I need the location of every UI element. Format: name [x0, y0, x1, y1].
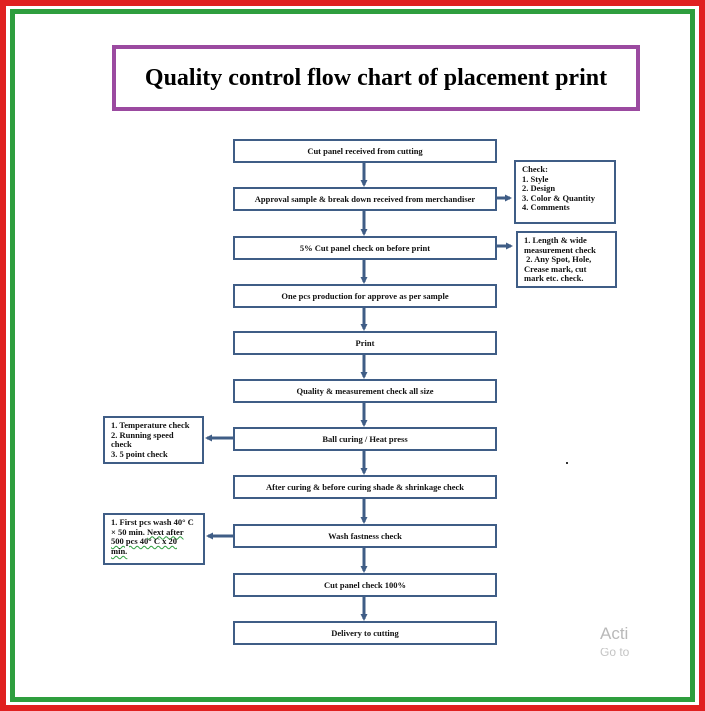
stray-dot — [566, 462, 568, 464]
note-line: 500 pcs 40° C x 20 — [111, 536, 177, 547]
side-arrows — [205, 194, 513, 540]
note-line: 1. First pcs wash 40° C — [111, 517, 194, 527]
inner-green-border — [10, 9, 695, 702]
step-shade-shrinkage-check: After curing & before curing shade & shr… — [233, 475, 497, 499]
note-line: 1. Style — [522, 173, 549, 184]
step-cut-panel-check-100: Cut panel check 100% — [233, 573, 497, 597]
note-line: check — [111, 439, 132, 450]
note-line: 2. Running speed — [111, 429, 174, 440]
step-wash-fastness: Wash fastness check — [233, 524, 497, 548]
note-line: 1. Temperature check — [111, 420, 190, 430]
step-ball-curing: Ball curing / Heat press — [233, 427, 497, 451]
note-curing-check: 1. Temperature check 2. Running speed ch… — [103, 416, 204, 464]
note-cut-panel-check: 1. Length & wide measurement check 2. An… — [516, 231, 617, 288]
note-line: 3. Color & Quantity — [522, 192, 596, 203]
step-cut-panel-check-5pct: 5% Cut panel check on before print — [233, 236, 497, 260]
activation-watermark: Acti — [600, 624, 629, 643]
note-text: × 50 min. — [111, 526, 148, 537]
step-print: Print — [233, 331, 497, 355]
step-approval-sample: Approval sample & break down received fr… — [233, 187, 497, 211]
note-line: 2. Any Spot, Hole, — [524, 254, 592, 265]
note-line: Check: — [522, 164, 548, 174]
step-delivery: Delivery to cutting — [233, 621, 497, 645]
note-line: mark etc. check. — [524, 273, 584, 284]
chart-title: Quality control flow chart of placement … — [112, 45, 640, 111]
step-one-pcs-production: One pcs production for approve as per sa… — [233, 284, 497, 308]
note-line: 2. Design — [522, 183, 556, 194]
note-line: Crease mark, cut — [524, 263, 587, 274]
step-quality-measurement: Quality & measurement check all size — [233, 379, 497, 403]
note-line: measurement check — [524, 244, 596, 255]
note-line: × 50 min. Next after — [111, 526, 203, 538]
note-line: min. — [111, 545, 128, 556]
note-wash-check: 1. First pcs wash 40° C × 50 min. Next a… — [103, 513, 205, 565]
note-line: 1. Length & wide — [524, 235, 587, 245]
note-line: 3. 5 point check — [111, 448, 168, 459]
note-line: 4. Comments — [522, 202, 570, 213]
note-approval-check: Check: 1. Style 2. Design 3. Color & Qua… — [514, 160, 616, 224]
step-cut-panel-received: Cut panel received from cutting — [233, 139, 497, 163]
note-text: Next after — [147, 526, 184, 537]
activation-watermark-subline: Go to — [600, 648, 630, 656]
